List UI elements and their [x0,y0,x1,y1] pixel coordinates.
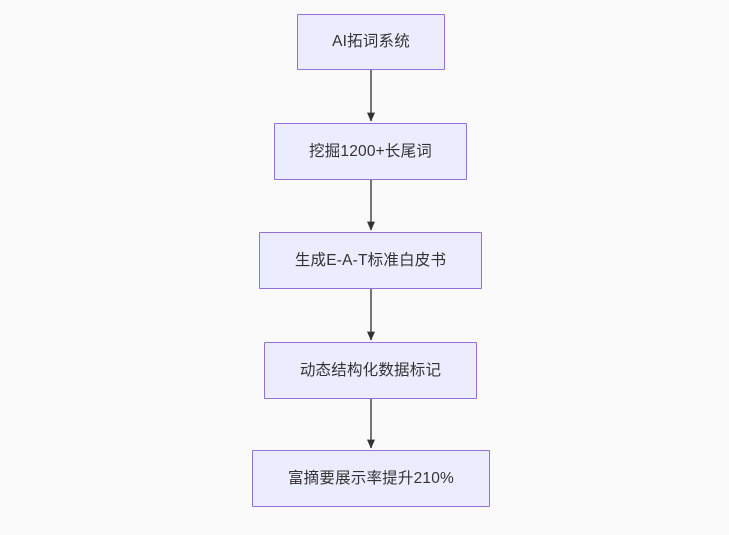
flow-node-dynamic-structured-data-markup[interactable]: 动态结构化数据标记 [264,342,477,399]
flow-node-label: 生成E-A-T标准白皮书 [294,251,447,269]
flow-node-label: 富摘要展示率提升210% [287,469,455,487]
flow-node-label: 挖掘1200+长尾词 [308,142,433,160]
flow-node-rich-snippet-impression-lift[interactable]: 富摘要展示率提升210% [252,450,490,507]
flow-node-generate-eat-whitepaper[interactable]: 生成E-A-T标准白皮书 [259,232,482,289]
flow-node-label: 动态结构化数据标记 [299,361,442,379]
flow-node-label: AI拓词系统 [332,33,410,51]
flow-node-mine-longtail-keywords[interactable]: 挖掘1200+长尾词 [274,123,467,180]
flow-node-ai-keyword-system[interactable]: AI拓词系统 [297,14,445,70]
